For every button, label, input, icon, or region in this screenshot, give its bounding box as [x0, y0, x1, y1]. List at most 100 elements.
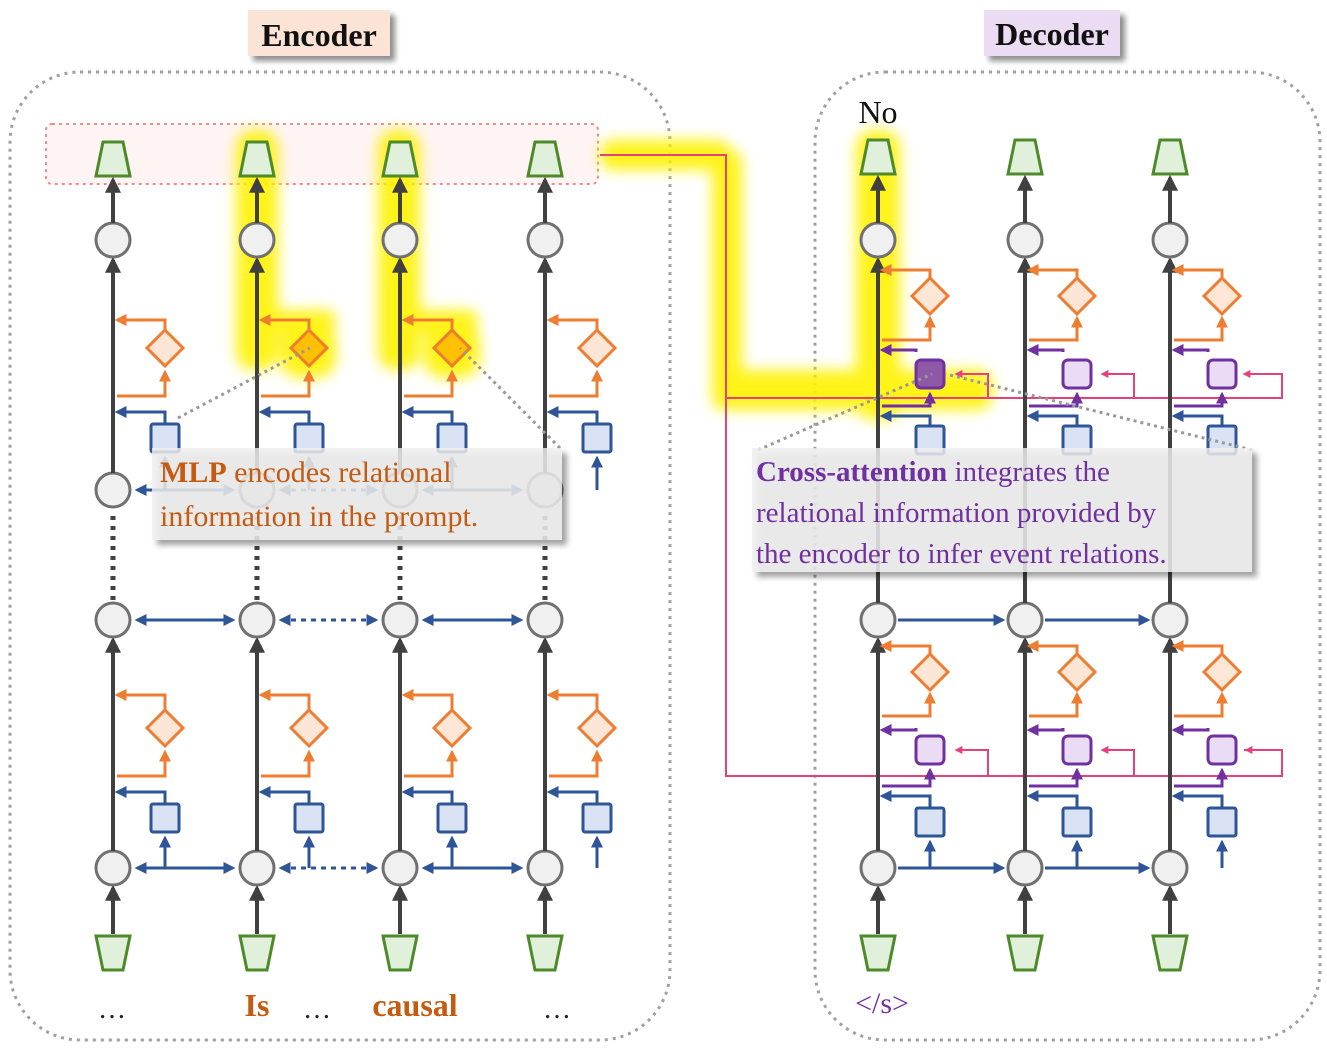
connector-line	[1029, 767, 1083, 788]
connector-line	[879, 264, 932, 278]
connector-line	[401, 689, 454, 710]
connector-line	[401, 786, 454, 804]
connector-line	[546, 689, 599, 710]
connector-line	[1171, 344, 1210, 356]
decoder-output-embedding	[1006, 138, 1044, 176]
decoder-cross-attention-block	[914, 734, 946, 766]
decoder-input-embedding	[859, 934, 897, 972]
connector-line	[1171, 640, 1224, 654]
cross-attention-feed	[1100, 746, 1135, 776]
encoder-self-attention-block	[293, 802, 325, 834]
connector-line	[882, 391, 936, 408]
connector-line	[879, 410, 932, 426]
cross-attention-feed	[954, 370, 989, 398]
decoder-mlp-block	[1056, 275, 1098, 317]
connector-line	[1029, 391, 1083, 408]
connector-line	[401, 406, 454, 424]
callout-leader-line	[945, 372, 1253, 452]
encoder-mlp-block	[431, 707, 473, 749]
encoder-self-attention-block	[149, 422, 181, 454]
connector-line	[879, 344, 918, 356]
encoder-self-attention-block	[149, 802, 181, 834]
encoder-output-embedding	[381, 140, 419, 178]
encoder-hidden-node	[381, 849, 419, 887]
cross-callout-line1: Cross-attention integrates the	[756, 456, 1110, 488]
encoder-panel	[8, 70, 672, 1042]
encoder-hidden-node	[238, 849, 276, 887]
connector-line	[258, 314, 311, 330]
connector-line	[258, 689, 311, 710]
encoder-mlp-block	[431, 327, 473, 369]
decoder-mlp-block	[1056, 651, 1098, 693]
encoder-hidden-node	[94, 849, 132, 887]
decoder-mlp-block	[909, 275, 951, 317]
encoder-hidden-node	[238, 221, 276, 259]
connector-line	[1026, 264, 1079, 278]
connector-line	[1026, 410, 1079, 426]
decoder-title-box	[984, 10, 1120, 56]
encoder-token-1: …	[98, 994, 126, 1025]
connector-line	[258, 406, 311, 424]
callout-background	[752, 448, 1252, 572]
connector-line	[546, 314, 599, 330]
encoder-output-band	[45, 123, 599, 185]
callout-background	[152, 448, 562, 540]
connector-line	[114, 406, 167, 424]
decoder-hidden-node	[1151, 849, 1189, 887]
cross-callout-line2: relational information provided by	[756, 497, 1157, 529]
callout-leader-line	[458, 346, 562, 450]
decoder-mlp-block	[909, 651, 951, 693]
encoder-mlp-block	[576, 327, 618, 369]
connector-line	[1026, 724, 1065, 736]
connector-line	[549, 369, 603, 398]
connector-line	[1171, 410, 1224, 426]
connector-line	[1174, 691, 1228, 718]
encoder-mlp-block	[144, 327, 186, 369]
decoder-cross-attention-block	[1206, 358, 1238, 390]
connector-line	[261, 749, 315, 778]
encoder-output-embedding	[238, 140, 276, 178]
connector-line	[404, 369, 458, 398]
encoder-hidden-node	[381, 601, 419, 639]
decoder-input-token: </s>	[855, 987, 909, 1020]
connector-line	[117, 749, 171, 778]
encoder-output-embedding	[526, 140, 564, 178]
connector-line	[879, 790, 932, 808]
cross-callout-line3: the encoder to infer event relations.	[756, 538, 1167, 570]
decoder-cross-attention-block	[914, 358, 946, 390]
connector-line	[1026, 640, 1079, 654]
encoder-input-embedding	[381, 934, 419, 972]
decoder-self-attention-block	[1061, 806, 1093, 838]
connector-line	[546, 406, 599, 424]
encoder-title: Encoder	[261, 17, 377, 53]
encoder-hidden-node	[526, 601, 564, 639]
cross-callout-bold: Cross-attention	[756, 456, 947, 488]
encoder-hidden-node	[526, 221, 564, 259]
cross-callout-rest: integrates the	[947, 456, 1110, 488]
connector-line	[1171, 264, 1224, 278]
encoder-hidden-node	[94, 221, 132, 259]
decoder-input-embedding	[1006, 934, 1044, 972]
encoder-self-attention-block	[436, 422, 468, 454]
connector-line	[882, 315, 936, 342]
connector-line	[882, 767, 936, 788]
connector-line	[114, 314, 167, 330]
encoder-mlp-block	[576, 707, 618, 749]
decoder-mlp-block	[1201, 275, 1243, 317]
decoder-input-embedding	[1151, 934, 1189, 972]
decoder-output-embedding	[1151, 138, 1189, 176]
connector-line	[879, 640, 932, 654]
decoder-hidden-node	[1006, 849, 1044, 887]
encoder-hidden-node	[381, 221, 419, 259]
encoder-token-causal: causal	[372, 987, 457, 1023]
decoder-title: Decoder	[995, 16, 1109, 52]
decoder-cross-attention-block	[1206, 734, 1238, 766]
cross-attention-feed	[1244, 746, 1283, 776]
connector-line	[1171, 790, 1224, 808]
encoder-token-5: …	[543, 994, 571, 1025]
connector-line	[258, 786, 311, 804]
decoder-hidden-node	[1151, 221, 1189, 259]
encoder-self-attention-block	[581, 802, 613, 834]
decoder-hidden-node	[859, 601, 897, 639]
